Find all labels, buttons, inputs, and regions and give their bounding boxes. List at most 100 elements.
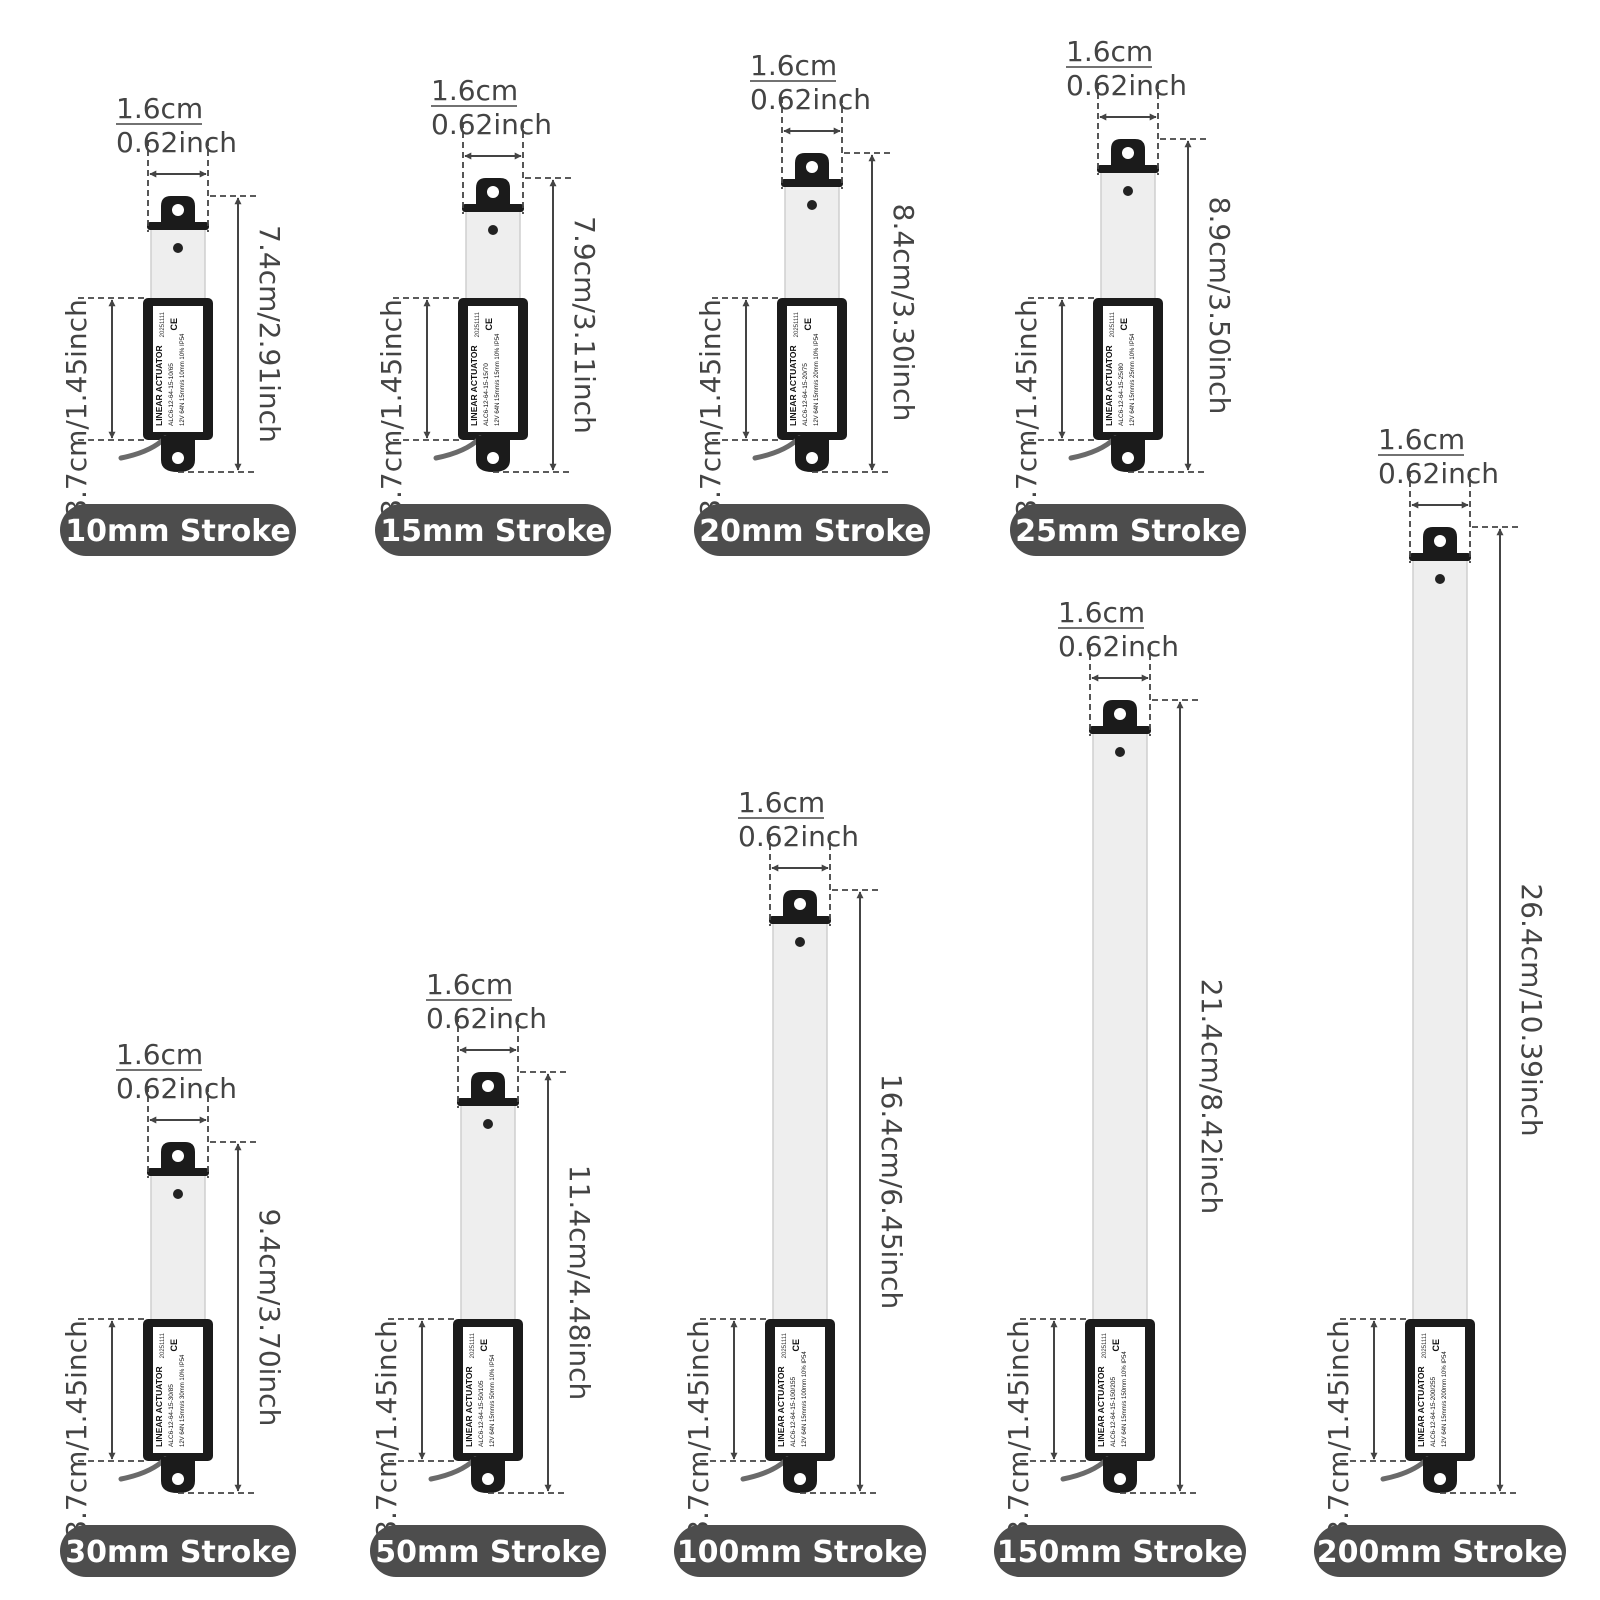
power-cable — [1068, 435, 1118, 461]
rod-tube — [1092, 729, 1148, 1324]
stroke-badge — [60, 504, 296, 556]
power-cable — [433, 435, 483, 461]
total-length-label: 8.9cm/3.50inch — [1203, 197, 1236, 415]
label-batch: 20251111 — [1422, 1332, 1428, 1358]
label-batch: 20251111 — [1102, 1332, 1108, 1358]
dimension-lines — [1028, 83, 1208, 473]
width-cm-label: 1.6cm — [426, 968, 513, 1001]
product-label — [463, 1327, 513, 1453]
label-specs: 12V 64N 15mm/s 30mm 10% IP54 — [180, 1354, 186, 1447]
power-cable — [752, 435, 802, 461]
stroke-badge — [1010, 504, 1246, 556]
power-cable — [1060, 1456, 1110, 1482]
total-length-label: 7.9cm/3.11inch — [568, 216, 601, 434]
body-length-label: 3.7cm/1.45inch — [694, 299, 727, 517]
width-inch-label: 0.62inch — [116, 126, 237, 159]
power-cable — [118, 1456, 168, 1482]
rod-cap — [1097, 165, 1159, 173]
label-model: ALC6-12-64-15-150/205 — [1110, 1377, 1117, 1447]
label-model: ALC6-12-64-15-25/80 — [1118, 363, 1125, 426]
stroke-label: 100mm Stroke — [677, 1535, 923, 1570]
ce-mark: CE — [479, 1339, 489, 1352]
rod-eye-hole — [172, 204, 184, 216]
rod-pin — [173, 1189, 183, 1199]
base-eye-hole — [1122, 452, 1134, 464]
rod-eye-hole — [806, 161, 818, 173]
label-title: LINEAR ACTUATOR — [154, 1366, 164, 1447]
label-title: LINEAR ACTUATOR — [1416, 1366, 1426, 1447]
ce-mark: CE — [1119, 318, 1129, 331]
total-length-label: 7.4cm/2.91inch — [253, 225, 286, 443]
total-length-label: 9.4cm/3.70inch — [253, 1209, 286, 1427]
product-label — [775, 1327, 825, 1453]
width-inch-label: 0.62inch — [426, 1002, 547, 1035]
rod-pin — [1435, 574, 1445, 584]
label-batch: 20251111 — [160, 311, 166, 337]
power-cable — [1380, 1456, 1430, 1482]
rod-eye-hole — [1122, 147, 1134, 159]
product-label — [153, 1327, 203, 1453]
stroke-label: 200mm Stroke — [1317, 1535, 1563, 1570]
label-title: LINEAR ACTUATOR — [1096, 1366, 1106, 1447]
actuator-illustration: LINEAR ACTUATOR ALC6-12-64-15-30/85 12V 64… — [118, 1142, 213, 1493]
width-cm-label: 1.6cm — [1058, 596, 1145, 629]
label-specs: 12V 64N 15mm/s 100mm 10% IP54 — [802, 1351, 808, 1447]
width-cm-label: 1.6cm — [750, 49, 837, 82]
label-title: LINEAR ACTUATOR — [788, 345, 798, 426]
dimension-lines — [700, 834, 880, 1494]
rod-cap — [781, 179, 843, 187]
rod-pin — [1115, 747, 1125, 757]
stroke-label: 20mm Stroke — [699, 514, 925, 549]
stroke-badge — [60, 1525, 296, 1577]
base-eye-hole — [172, 1473, 184, 1485]
width-inch-label: 0.62inch — [1058, 630, 1179, 663]
rod-cap — [147, 222, 209, 230]
rod-cap — [1409, 553, 1471, 561]
base-eye-hole — [487, 452, 499, 464]
rod-tube — [772, 919, 828, 1324]
total-length-label: 21.4cm/8.42inch — [1195, 979, 1228, 1214]
rod-eye-hole — [487, 186, 499, 198]
label-title: LINEAR ACTUATOR — [776, 1366, 786, 1447]
width-inch-label: 0.62inch — [750, 83, 871, 116]
width-cm-label: 1.6cm — [1378, 423, 1465, 456]
stroke-badge — [994, 1525, 1246, 1577]
width-cm-label: 1.6cm — [116, 92, 203, 125]
total-length-label: 11.4cm/4.48inch — [563, 1165, 596, 1400]
rod-pin — [173, 243, 183, 253]
ce-mark: CE — [1431, 1339, 1441, 1352]
ce-mark: CE — [484, 318, 494, 331]
label-model: ALC6-12-64-15-15/70 — [483, 363, 490, 426]
label-model: ALC6-12-64-15-30/85 — [168, 1384, 175, 1447]
width-inch-label: 0.62inch — [738, 820, 859, 853]
rod-cap — [457, 1098, 519, 1106]
body-length-label: 3.7cm/1.45inch — [60, 1320, 93, 1538]
rod-cap — [1089, 726, 1151, 734]
label-specs: 12V 64N 15mm/s 200mm 10% IP54 — [1442, 1351, 1448, 1447]
label-batch: 20251111 — [160, 1332, 166, 1358]
rod-cap — [462, 204, 524, 212]
width-cm-label: 1.6cm — [431, 74, 518, 107]
stroke-label: 50mm Stroke — [375, 1535, 601, 1570]
body-length-label: 3.7cm/1.45inch — [1010, 299, 1043, 517]
label-title: LINEAR ACTUATOR — [469, 345, 479, 426]
ce-mark: CE — [169, 1339, 179, 1352]
label-batch: 20251111 — [1110, 311, 1116, 337]
actuator-unit: LINEAR ACTUATOR ALC6-12-64-15-30/85 12V 64… — [60, 1038, 296, 1577]
label-title: LINEAR ACTUATOR — [464, 1366, 474, 1447]
rod-eye-hole — [1434, 535, 1446, 547]
rod-eye-hole — [1114, 708, 1126, 720]
label-title: LINEAR ACTUATOR — [1104, 345, 1114, 426]
width-inch-label: 0.62inch — [431, 108, 552, 141]
stroke-label: 15mm Stroke — [380, 514, 606, 549]
label-batch: 20251111 — [794, 311, 800, 337]
